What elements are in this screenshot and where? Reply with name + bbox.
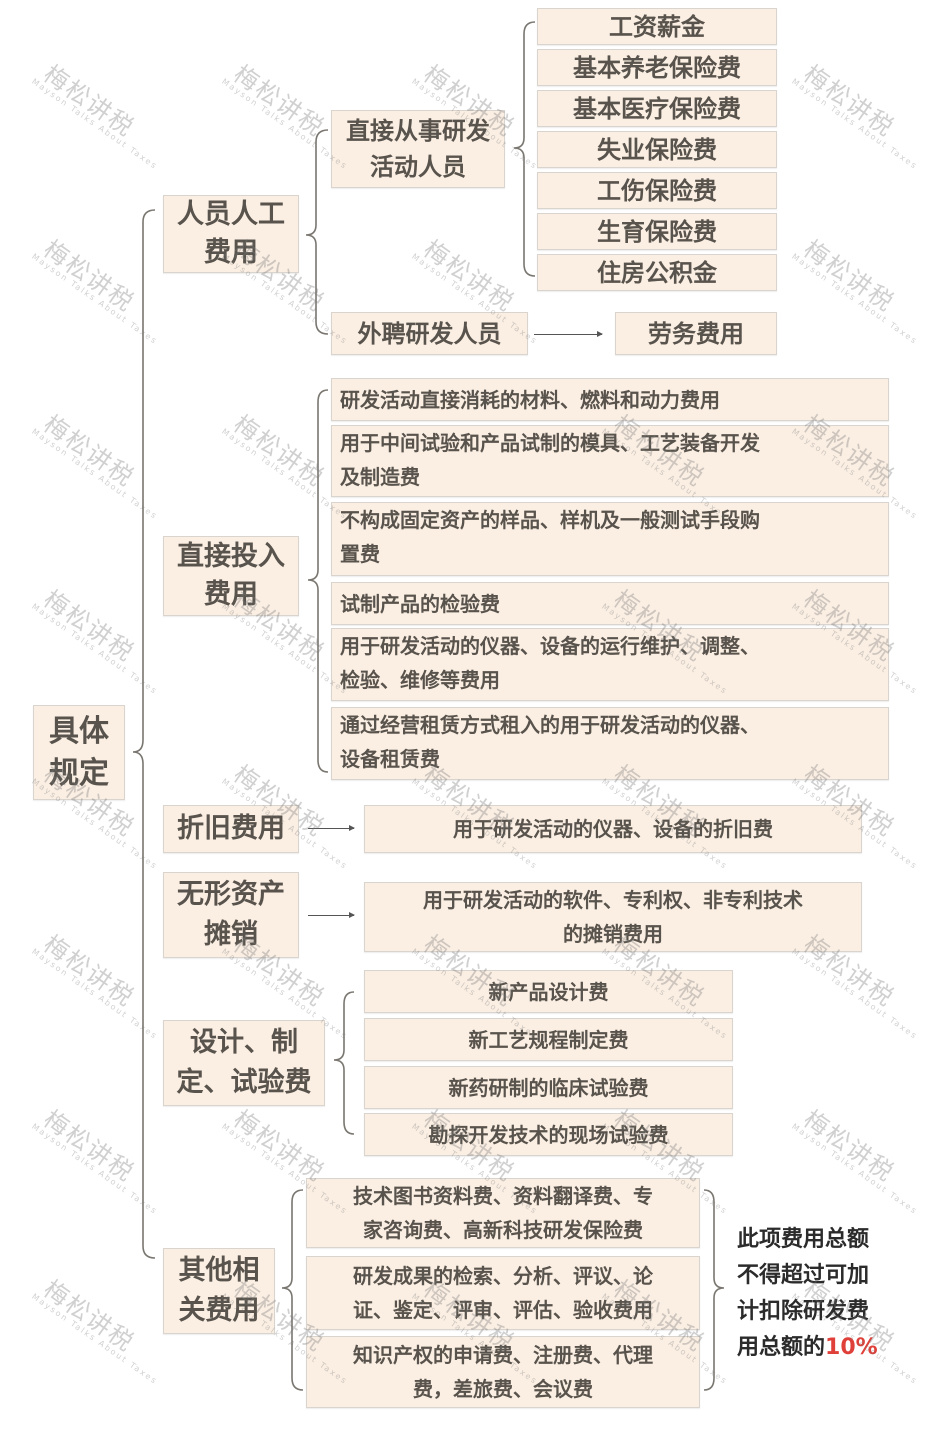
category-design-testing-fees: 设计、制 定、试验费 — [163, 1020, 325, 1106]
group-direct-rd-staff: 直接从事研发 活动人员 — [331, 110, 505, 188]
other-item: 技术图书资料费、资料翻译费、专 家咨询费、高新科技研发保险费 — [306, 1178, 700, 1248]
design-brace — [333, 991, 355, 1135]
category-depreciation: 折旧费用 — [163, 805, 299, 853]
other-item: 研发成果的检索、分析、评议、论 证、鉴定、评审、评估、验收费用 — [306, 1256, 700, 1330]
root-line1: 具体 — [49, 713, 109, 749]
category-direct-input-costs: 直接投入 费用 — [163, 536, 299, 616]
category-personnel-costs: 人员人工 费用 — [163, 195, 299, 273]
direct-input-item: 不构成固定资产的样品、样机及一般测试手段购 置费 — [331, 502, 889, 576]
direct-input-brace — [307, 389, 329, 773]
other-item: 知识产权的申请费、注册费、代理 费，差旅费、会议费 — [306, 1336, 700, 1408]
salary-item: 基本医疗保险费 — [537, 90, 777, 127]
design-item: 新药研制的临床试验费 — [364, 1066, 733, 1109]
salary-item: 失业保险费 — [537, 131, 777, 168]
personnel-brace — [305, 129, 329, 335]
design-item: 勘探开发技术的现场试验费 — [364, 1113, 733, 1156]
salary-item: 基本养老保险费 — [537, 49, 777, 86]
category-other-related-costs: 其他相 关费用 — [163, 1248, 275, 1334]
cap-percentage: 10% — [825, 1335, 878, 1360]
other-costs-cap-note: 此项费用总额 不得超过可加 计扣除研发费 用总额的10% — [737, 1227, 878, 1360]
direct-input-item: 用于研发活动的仪器、设备的运行维护、调整、 检验、维修等费用 — [331, 628, 889, 701]
salary-item: 住房公积金 — [537, 254, 777, 291]
design-item: 新产品设计费 — [364, 970, 733, 1013]
other-left-brace — [281, 1189, 304, 1391]
salary-item: 生育保险费 — [537, 213, 777, 250]
labor-service-fee: 劳务费用 — [615, 312, 777, 355]
arrow-intangible — [308, 912, 355, 918]
salary-brace — [513, 21, 536, 277]
direct-input-item: 用于中间试验和产品试制的模具、工艺装备开发 及制造费 — [331, 425, 889, 497]
depreciation-item: 用于研发活动的仪器、设备的折旧费 — [364, 805, 862, 853]
root-node-specific-rules: 具体 规定 — [33, 705, 125, 800]
other-right-brace — [703, 1189, 725, 1391]
root-line2: 规定 — [49, 755, 109, 791]
design-item: 新工艺规程制定费 — [364, 1018, 733, 1061]
direct-input-item: 通过经营租赁方式租入的用于研发活动的仪器、 设备租赁费 — [331, 707, 889, 780]
group-contract-rd-staff: 外聘研发人员 — [331, 312, 528, 355]
intangible-item: 用于研发活动的软件、专利权、非专利技术 的摊销费用 — [364, 882, 862, 952]
arrow-contract-staff — [534, 331, 603, 337]
salary-item: 工资薪金 — [537, 8, 777, 45]
direct-input-item: 研发活动直接消耗的材料、燃料和动力费用 — [331, 378, 889, 421]
salary-item: 工伤保险费 — [537, 172, 777, 209]
arrow-depreciation — [308, 825, 355, 831]
direct-input-item: 试制产品的检验费 — [331, 582, 889, 625]
root-brace — [132, 209, 156, 1259]
category-intangible-amortization: 无形资产 摊销 — [163, 872, 299, 958]
